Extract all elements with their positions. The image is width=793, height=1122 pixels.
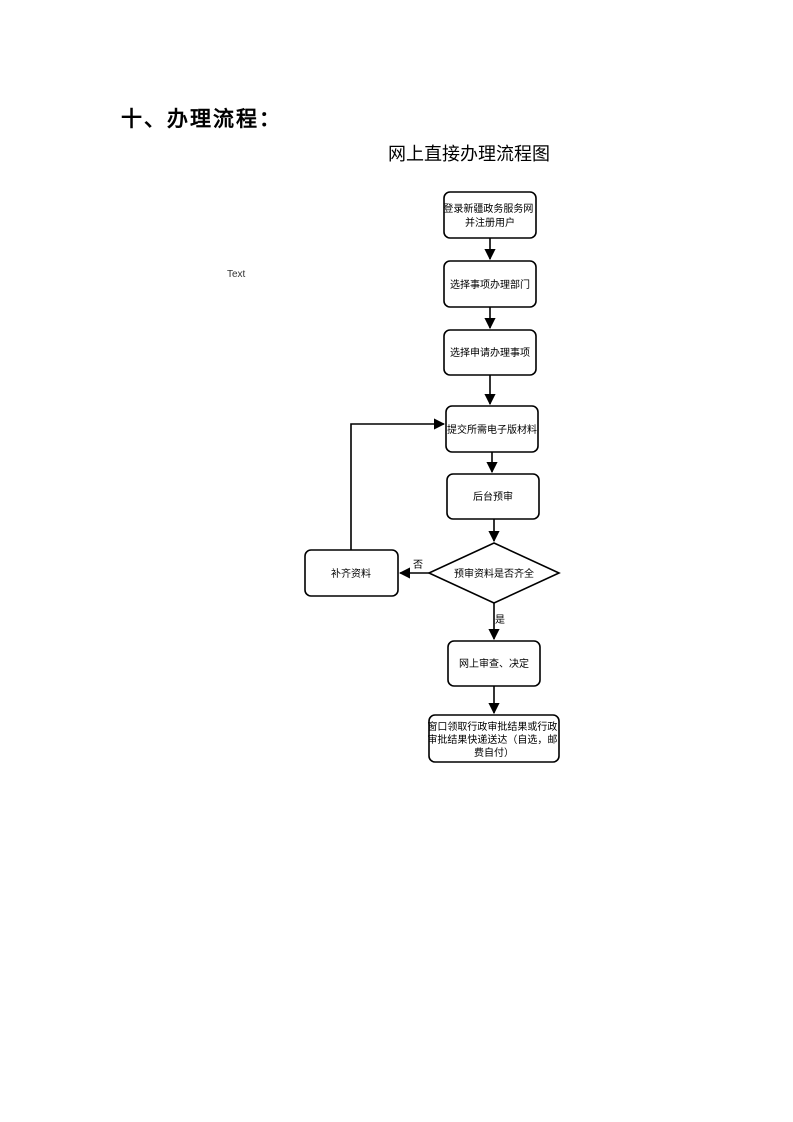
svg-text:提交所需电子版材料: 提交所需电子版材料: [447, 423, 537, 436]
node-online-review-label: 网上审查、决定: [459, 657, 529, 670]
section-heading: 十、办理流程：: [121, 106, 282, 131]
node-collect-result-line-3: 费自付）: [474, 746, 514, 759]
node-supplement: 补齐资料: [304, 549, 399, 597]
node-collect-result: 窗口领取行政审批结果或行政 审批结果快递送达（自选，邮 费自付）: [427, 714, 560, 763]
svg-text:补齐资料: 补齐资料: [331, 567, 371, 580]
node-supplement-label: 补齐资料: [331, 567, 371, 580]
node-collect-result-line-1: 窗口领取行政审批结果或行政: [427, 720, 557, 733]
node-register-line-1: 登录新疆政务服务网: [443, 202, 533, 215]
edge-supplement-to-submit: [350, 418, 446, 550]
node-select-item: 选择申请办理事项: [443, 329, 537, 376]
node-register-line-2: 并注册用户: [465, 216, 515, 229]
flowchart-nodes: 登录新疆政务服务网 并注册用户 选择事项办理部门 选择申请办理事项: [304, 191, 561, 763]
node-select-department-label: 选择事项办理部门: [450, 278, 530, 291]
flowchart-edges: 否 是: [350, 238, 505, 715]
stray-text-label: Text: [227, 269, 246, 280]
svg-text:窗口领取行政审批结果或行政 审批结果快递: 窗口领取行政审批结果或行政 审批结果快递送达（自选，邮 费自付）: [427, 720, 560, 759]
edge-label-no: 否: [413, 559, 423, 571]
node-pre-review-label: 后台预审: [473, 490, 513, 503]
node-select-department: 选择事项办理部门: [443, 260, 537, 308]
node-submit-materials-label: 提交所需电子版材料: [447, 423, 537, 436]
node-register: 登录新疆政务服务网 并注册用户: [443, 191, 537, 239]
node-submit-materials: 提交所需电子版材料: [445, 405, 539, 453]
svg-text:后台预审: 后台预审: [473, 490, 513, 503]
node-decision: 预审资料是否齐全: [427, 542, 561, 604]
node-collect-result-line-2: 审批结果快递送达（自选，邮: [427, 733, 557, 746]
node-select-item-label: 选择申请办理事项: [450, 346, 530, 359]
svg-text:网上审查、决定: 网上审查、决定: [459, 657, 529, 670]
svg-text:选择申请办理事项: 选择申请办理事项: [450, 346, 530, 359]
diagram-title: 网上直接办理流程图: [388, 144, 550, 165]
edge-label-yes: 是: [495, 614, 505, 626]
svg-text:预审资料是否齐全: 预审资料是否齐全: [454, 567, 534, 580]
svg-text:登录新疆政务服务网 并注册用户: 登录新疆政务服务网 并注册用户: [443, 202, 536, 229]
node-online-review: 网上审查、决定: [447, 640, 541, 687]
svg-text:选择事项办理部门: 选择事项办理部门: [450, 278, 530, 291]
node-decision-label: 预审资料是否齐全: [454, 567, 534, 580]
node-pre-review: 后台预审: [446, 473, 540, 520]
